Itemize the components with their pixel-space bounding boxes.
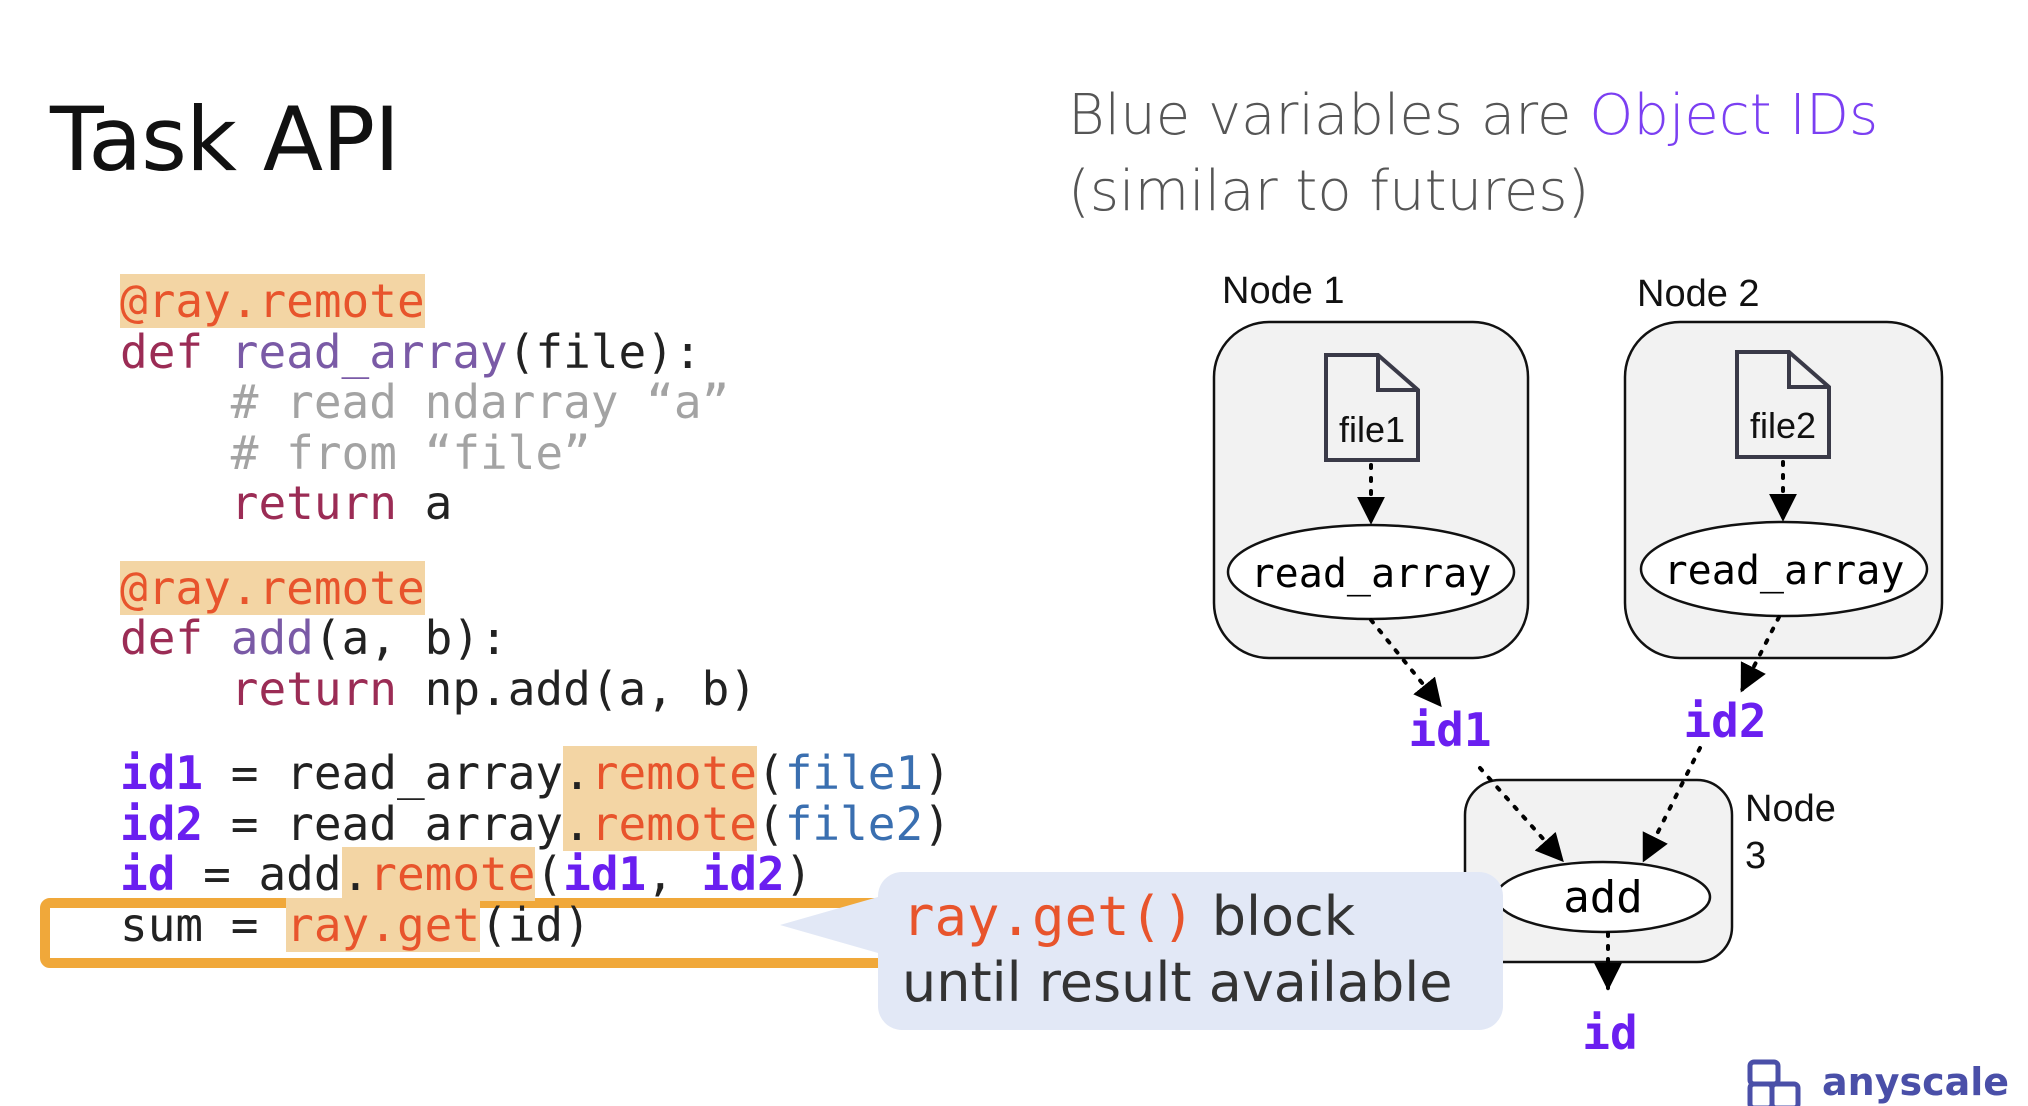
code-token: read_array (230, 324, 508, 379)
id2-label: id2 (1683, 694, 1766, 748)
node3-label-line1: Node (1745, 788, 1836, 830)
file2-label: file2 (1750, 405, 1816, 446)
edge-id2-add (1642, 746, 1702, 863)
code-token: ) (923, 746, 951, 800)
anyscale-logo-icon (1747, 1059, 1801, 1106)
code-line: @ray.remote (120, 560, 951, 615)
code-token: @ray.remote (120, 274, 425, 328)
code-token: ) (784, 847, 813, 901)
code-line: sum = ray.get(id) (120, 897, 951, 952)
code-token: (file): (507, 324, 702, 379)
code-token: . (563, 746, 591, 800)
code-token: np.add(a, b) (396, 661, 757, 716)
code-line: id2 = read_array.remote(file2) (120, 796, 951, 851)
task1-label: read_array (1251, 551, 1492, 597)
code-token: ) (923, 796, 951, 851)
code-line: @ray.remote (120, 274, 951, 328)
node1-label: Node 1 (1222, 270, 1345, 312)
code-token: return (230, 476, 397, 530)
code-token: id2 (701, 847, 785, 901)
callout-code: ray.get() (902, 885, 1195, 948)
code-token: = read_array (203, 746, 564, 800)
code-token: (a, b): (313, 611, 508, 665)
code-line: def read_array(file): (120, 324, 951, 379)
code-line: # from “file” (120, 425, 951, 480)
code-token: add (230, 611, 314, 665)
code-line: def add(a, b): (120, 613, 951, 664)
task2-label: read_array (1664, 548, 1905, 594)
code-token: . (563, 796, 591, 851)
code-token: ( (535, 847, 564, 901)
code-token: id1 (120, 746, 204, 800)
task3-label: add (1563, 872, 1642, 923)
callout-pointer (780, 895, 885, 955)
code-token: remote (369, 847, 536, 901)
code-token: sum = (120, 897, 287, 952)
code-token: def (120, 324, 231, 379)
edge-read2-id2 (1740, 615, 1781, 693)
file-icon (1324, 353, 1420, 462)
edge-read1-id1 (1369, 618, 1442, 708)
callout-line1: block (1194, 885, 1356, 948)
code-token: return (230, 661, 397, 716)
id-label: id (1582, 1006, 1637, 1060)
code-line: id1 = read_array.remote(file1) (120, 746, 951, 800)
code-token: ( (757, 796, 785, 851)
code-line: id = add.remote(id1, id2) (120, 847, 951, 901)
callout-line2: until result available (902, 951, 1453, 1014)
node2-label: Node 2 (1637, 273, 1760, 315)
code-token: ray.get (286, 897, 481, 952)
heading-line2: (similar to futures) (1068, 159, 1590, 224)
code-line: return np.add(a, b) (120, 661, 951, 716)
code-token: = read_array (203, 796, 564, 851)
code-token: def (120, 611, 231, 665)
id1-label: id1 (1408, 703, 1491, 757)
slide-heading: Blue variables are Object IDs (similar t… (1068, 78, 1878, 230)
code-token: id2 (120, 796, 204, 851)
slide-title: Task API (50, 88, 400, 191)
code-token: a (396, 476, 453, 530)
code-token: # from “file” (120, 425, 591, 480)
code-line: return a (120, 478, 951, 529)
code-token: remote (590, 746, 757, 800)
task-read-array-2 (1639, 520, 1929, 618)
code-token: # read ndarray “a” (120, 375, 730, 429)
code-line: # read ndarray “a” (120, 377, 951, 428)
callout-text: ray.get() block until result available (902, 884, 1452, 1016)
callout (878, 872, 1503, 1030)
file-icon (1735, 350, 1831, 459)
code-token: = add (175, 847, 342, 901)
edge-id1-add (1478, 766, 1564, 863)
code-token: file2 (784, 796, 924, 851)
code-token: id1 (563, 847, 647, 901)
heading-accent: Object IDs (1589, 83, 1879, 148)
code-token: @ray.remote (120, 560, 425, 615)
code-token: remote (590, 796, 757, 851)
heading-prefix: Blue variables are (1068, 83, 1590, 148)
code-token: (id) (480, 897, 591, 952)
code-token: ( (757, 746, 785, 800)
edges (1357, 460, 1797, 991)
file1-label: file1 (1339, 409, 1405, 450)
code-token: file1 (784, 746, 924, 800)
anyscale-logo: anyscale (1822, 1060, 2010, 1104)
code-token: . (341, 847, 370, 901)
code-token: id (120, 847, 176, 901)
code-token: , (646, 847, 702, 901)
node3-label-line2: 3 (1745, 835, 1766, 877)
